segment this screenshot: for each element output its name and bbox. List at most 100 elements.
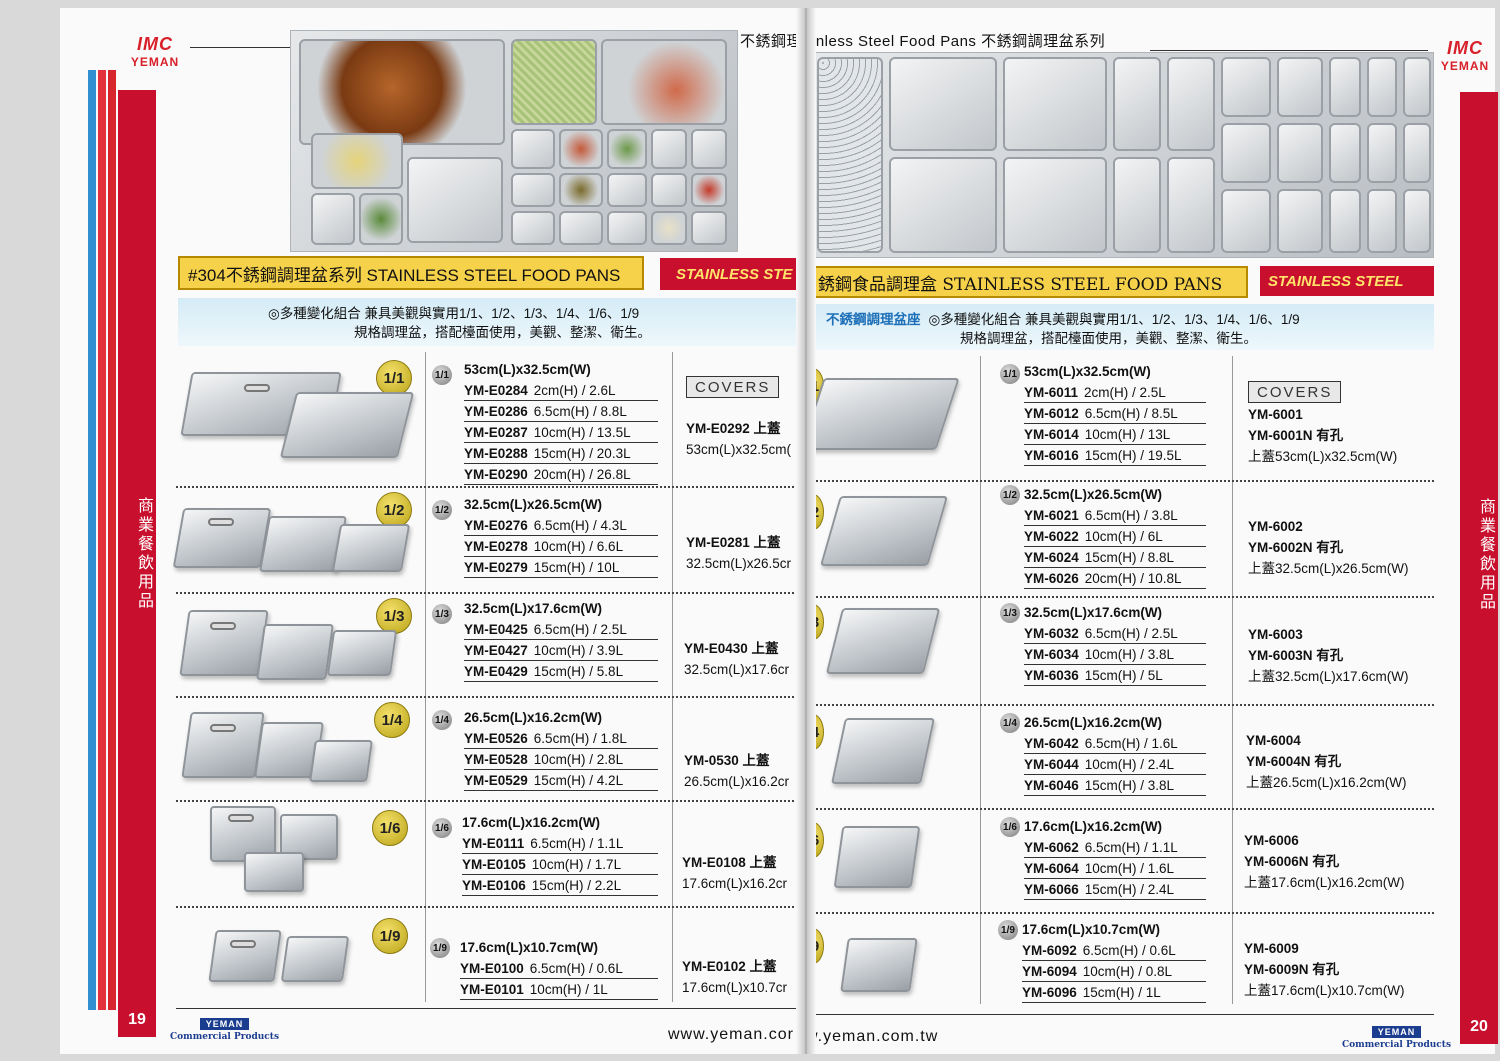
model-code: YM-E0429 [464,664,528,679]
model-code: YM-6092 [1022,943,1077,958]
pan [1221,57,1271,117]
pan [1367,123,1397,183]
cover-code-perforated: YM-6009N 有孔 [1244,962,1340,977]
brand-logo-right: IMC YEMAN [1432,38,1498,73]
small-pan [559,173,603,207]
hero-photo-food-pans [290,30,738,252]
model-spec: 6.5cm(H) / 1.1L [530,836,624,851]
lid-handle [208,518,234,526]
column-divider [425,352,426,1002]
pan [1403,189,1431,253]
brand-mark: IMC [137,34,173,54]
cover-info-1-9: YM-E0102 上蓋 17.6cm(L)x10.7cr [682,956,787,998]
model-spec: 15cm(H) / 3.8L [1084,778,1175,793]
pan-lid [1221,189,1271,253]
cover-dimensions: 17.6cm(L)x16.2cr [682,876,788,891]
website-url-left: www.yeman.cor [668,1026,794,1043]
pan-lid [889,57,997,151]
description-right: 不銹鋼調理盆座◎多種變化組合 兼具美觀與實用1/1、1/2、1/3、1/4、1/… [812,304,1434,350]
pan-open [833,826,921,888]
model-spec: 15cm(H) / 2.4L [1084,882,1175,897]
size-mini-badge: 1/9 [430,938,450,958]
small-pan [607,211,647,245]
pan-with-lid [181,712,265,778]
small-pan [651,173,687,207]
series-banner-right: 銹鋼食品調理盒 STAINLESS STEEL FOOD PANS [812,266,1248,298]
brand-name: YEMAN [130,55,180,69]
model-code: YM-E0286 [464,404,528,419]
model-code: YM-E0276 [464,518,528,533]
small-pan [559,129,603,169]
model-code: YM-E0425 [464,622,528,637]
lid-handle [210,622,236,630]
soup-pan [311,133,403,189]
pan-dimensions: 17.6cm(L)x16.2cm(W) [462,815,601,830]
size-mini-badge: 1/2 [432,500,452,520]
description-line: 規格調理盆，搭配檯面使用，美觀、整潔、衛生。 [354,325,651,340]
footer-brand-text: Commercial Products [1342,1040,1452,1050]
page-number-left: 19 [118,1003,156,1037]
cover-info-1-1: YM-E0292 上蓋 53cm(L)x32.5cm( [686,418,791,460]
cover-dimensions: 上蓋32.5cm(L)x17.6cm(W) [1248,669,1409,684]
brand-logo-left: IMC YEMAN [122,34,188,69]
cover-dimensions: 32.5cm(L)x17.6cr [684,662,790,677]
header-rule [190,47,330,48]
model-spec: 6.5cm(H) / 8.8L [533,404,627,419]
footer-brand-box: YEMAN [1371,1026,1422,1038]
cover-dimensions: 上蓋17.6cm(L)x16.2cm(W) [1244,875,1405,890]
column-divider [1232,356,1233,1004]
small-pan [651,211,687,245]
cover-dimensions: 上蓋17.6cm(L)x10.7cm(W) [1244,983,1405,998]
section-divider [812,912,1434,914]
footer-rule [812,1014,1434,1015]
pan [1167,57,1215,151]
small-pan [651,129,687,169]
pan-dimensions: 17.6cm(L)x10.7cm(W) [460,940,599,955]
cover-code: YM-0530 上蓋 [684,753,770,768]
pan-open [819,496,949,566]
book-spine [796,8,816,1054]
pan [889,157,997,253]
model-spec: 6.5cm(H) / 1.6L [1084,736,1178,751]
model-code: YM-E0100 [460,961,524,976]
cover-info-1-6: YM-E0108 上蓋 17.6cm(L)x16.2cr [682,852,787,894]
description-left: ◎多種變化組合 兼具美觀與實用1/1、1/2、1/3、1/4、1/6、1/9 規… [178,298,806,346]
cover-code: YM-E0281 上蓋 [686,535,781,550]
size-mini-badge: 1/3 [1000,603,1020,623]
footer-brand-box: YEMAN [199,1018,250,1030]
model-spec: 10cm(H) / 6.6L [533,539,624,554]
small-pan [511,211,555,245]
pan [1329,123,1361,183]
cover-info-r-1-2: YM-6002 YM-6002N 有孔 上蓋32.5cm(L)x26.5cm(W… [1248,516,1409,579]
lid-handle [244,384,270,392]
pan-open [825,608,941,674]
pan-lid [1113,157,1161,253]
model-code: YM-6032 [1024,626,1079,641]
model-code: YM-E0101 [460,982,524,997]
page-number-right: 20 [1460,1010,1498,1044]
pan-with-lid [179,610,269,676]
model-spec: 15cm(H) / 10L [533,560,620,575]
footer-brand-left: YEMAN Commercial Products [170,1014,279,1042]
model-spec: 15cm(H) / 19.5L [1084,448,1182,463]
model-spec: 15cm(H) / 5.8L [533,664,624,679]
pan-lid [1003,157,1107,253]
cover-code-perforated: YM-6001N 有孔 [1248,428,1344,443]
pan-dimensions: 17.6cm(L)x16.2cm(W) [1024,819,1163,834]
model-spec: 15cm(H) / 20.3L [533,446,631,461]
size-mini-badge: 1/3 [432,604,452,624]
footer-rule [176,1008,798,1009]
cover-info-r-1-4: YM-6004 YM-6004N 有孔 上蓋26.5cm(L)x16.2cm(W… [1246,730,1407,793]
size-badge-1-4: 1/4 [374,702,410,738]
model-code: YM-E0290 [464,467,528,482]
pan [1003,57,1107,151]
model-code: YM-E0528 [464,752,528,767]
model-spec: 6.5cm(H) / 0.6L [529,961,623,976]
pan-dimensions: 26.5cm(L)x16.2cm(W) [464,710,603,725]
model-spec: 6.5cm(H) / 2.5L [1084,626,1178,641]
size-mini-badge: 1/4 [1000,713,1020,733]
pan-dimensions: 32.5cm(L)x26.5cm(W) [464,497,603,512]
